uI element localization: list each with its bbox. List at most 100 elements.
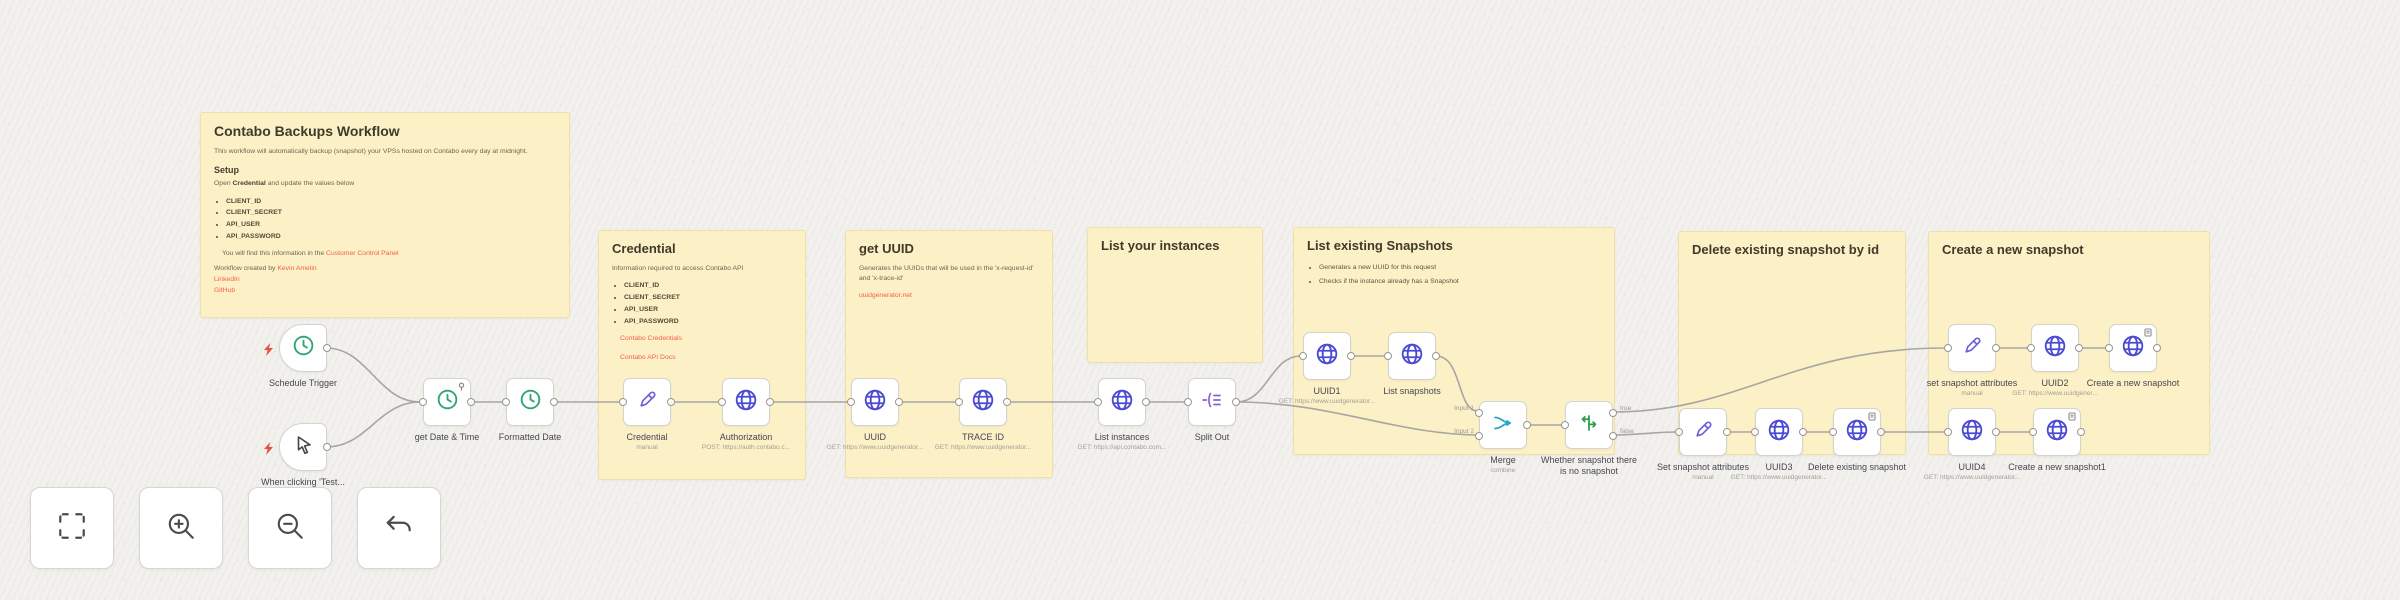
note-badge-icon: [2068, 412, 2076, 421]
node-uuid[interactable]: [847, 378, 903, 426]
node-label: Credential: [626, 432, 668, 442]
input-port[interactable]: [419, 398, 427, 406]
output-port[interactable]: [2077, 428, 2085, 436]
author-link[interactable]: Kevin Amelin: [277, 264, 317, 272]
node-set-snapshot-attributes[interactable]: [1675, 408, 1731, 456]
output-port[interactable]: [323, 344, 331, 352]
input-port[interactable]: [1944, 344, 1952, 352]
node-uuid2[interactable]: [2027, 324, 2083, 372]
input-port[interactable]: [1384, 352, 1392, 360]
zoom-in-button[interactable]: [139, 487, 223, 569]
output-port[interactable]: [1432, 352, 1440, 360]
node-list-instances[interactable]: [1094, 378, 1150, 426]
input-port[interactable]: [1184, 398, 1192, 406]
undo-icon: [383, 510, 415, 547]
sticky-note-main[interactable]: Contabo Backups Workflow This workflow w…: [200, 112, 570, 318]
output-port[interactable]: [467, 398, 475, 406]
output-port[interactable]: [1142, 398, 1150, 406]
input-port[interactable]: [847, 398, 855, 406]
output-port[interactable]: [2153, 344, 2161, 352]
input-port[interactable]: [1299, 352, 1307, 360]
zoom-out-button[interactable]: [248, 487, 332, 569]
node-formatted-date[interactable]: [502, 378, 558, 426]
customer-control-panel-link[interactable]: Customer Control Panel: [326, 250, 399, 258]
connection-wire: [325, 401, 421, 448]
node-list-snapshots[interactable]: [1384, 332, 1440, 380]
node-uuid4[interactable]: [1944, 408, 2000, 456]
output-port-false[interactable]: [1609, 432, 1617, 440]
input-port[interactable]: [1751, 428, 1759, 436]
output-port[interactable]: [895, 398, 903, 406]
output-port[interactable]: [323, 443, 331, 451]
input-port[interactable]: [1944, 428, 1952, 436]
output-port[interactable]: [1799, 428, 1807, 436]
fit-view-button[interactable]: [30, 487, 114, 569]
node-credential[interactable]: [619, 378, 675, 426]
clock-icon: [518, 387, 543, 417]
node-get-datetime[interactable]: [419, 378, 475, 426]
reset-zoom-button[interactable]: [357, 487, 441, 569]
uuidgenerator-link[interactable]: uuidgenerator.net: [859, 292, 912, 300]
input-port-1[interactable]: [1475, 409, 1483, 417]
if-false-label: false: [1620, 428, 1634, 435]
sticky-note-list-instances[interactable]: List your instances: [1087, 227, 1263, 363]
input-port[interactable]: [1675, 428, 1683, 436]
contabo-credentials-link[interactable]: Contabo Credentials: [620, 335, 682, 343]
output-port[interactable]: [1523, 421, 1531, 429]
sticky-credential-title: Credential: [612, 241, 676, 256]
node-uuid1[interactable]: [1299, 332, 1355, 380]
input-port[interactable]: [955, 398, 963, 406]
output-port-true[interactable]: [1609, 409, 1617, 417]
output-port[interactable]: [1877, 428, 1885, 436]
sticky-note-credential[interactable]: Credential Information required to acces…: [598, 230, 806, 480]
node-trace-id[interactable]: [955, 378, 1011, 426]
sticky-get-uuid-body: Generates the UUIDs that will be used in…: [859, 264, 1034, 283]
input-port[interactable]: [718, 398, 726, 406]
input-port-2[interactable]: [1475, 432, 1483, 440]
output-port[interactable]: [1232, 398, 1240, 406]
node-delete-existing-snapshot[interactable]: [1829, 408, 1885, 456]
zoom-out-icon: [274, 510, 306, 547]
output-port[interactable]: [1992, 344, 2000, 352]
input-port[interactable]: [1829, 428, 1837, 436]
output-port[interactable]: [2075, 344, 2083, 352]
input-port[interactable]: [619, 398, 627, 406]
output-port[interactable]: [1723, 428, 1731, 436]
node-authorization[interactable]: [718, 378, 774, 426]
node-create-new-snapshot1[interactable]: [2029, 408, 2085, 456]
input-port[interactable]: [1561, 421, 1569, 429]
node-label: List snapshots: [1383, 386, 1441, 396]
globe-icon: [2042, 333, 2068, 364]
sticky-note-get-uuid[interactable]: get UUID Generates the UUIDs that will b…: [845, 230, 1053, 478]
sticky-credential-intro: Information required to access Contabo A…: [612, 264, 744, 272]
output-port[interactable]: [667, 398, 675, 406]
output-port[interactable]: [1992, 428, 2000, 436]
node-set-snapshot-attributes-create[interactable]: [1944, 324, 2000, 372]
output-port[interactable]: [766, 398, 774, 406]
output-port[interactable]: [550, 398, 558, 406]
node-label: Schedule Trigger: [268, 378, 338, 388]
merge-input2-label: Input 2: [1454, 428, 1474, 435]
output-port[interactable]: [1347, 352, 1355, 360]
node-schedule-trigger[interactable]: [264, 324, 331, 372]
sticky-list-snapshots-title: List existing Snapshots: [1307, 238, 1453, 253]
node-manual-trigger[interactable]: [264, 423, 331, 471]
node-merge[interactable]: [1475, 401, 1531, 449]
linkedin-link[interactable]: LinkedIn: [214, 275, 240, 283]
node-create-new-snapshot[interactable]: [2105, 324, 2161, 372]
input-port[interactable]: [2029, 428, 2037, 436]
contabo-api-docs-link[interactable]: Contabo API Docs: [620, 353, 676, 361]
github-link[interactable]: GitHub: [214, 286, 236, 294]
node-uuid3[interactable]: [1751, 408, 1807, 456]
pin-badge-icon: [457, 382, 466, 391]
node-split-out[interactable]: [1184, 378, 1240, 426]
input-port[interactable]: [502, 398, 510, 406]
input-port[interactable]: [2105, 344, 2113, 352]
output-port[interactable]: [1003, 398, 1011, 406]
node-label: List instances: [1094, 432, 1150, 442]
node-if-snapshot[interactable]: [1561, 401, 1617, 449]
input-port[interactable]: [2027, 344, 2035, 352]
input-port[interactable]: [1094, 398, 1102, 406]
